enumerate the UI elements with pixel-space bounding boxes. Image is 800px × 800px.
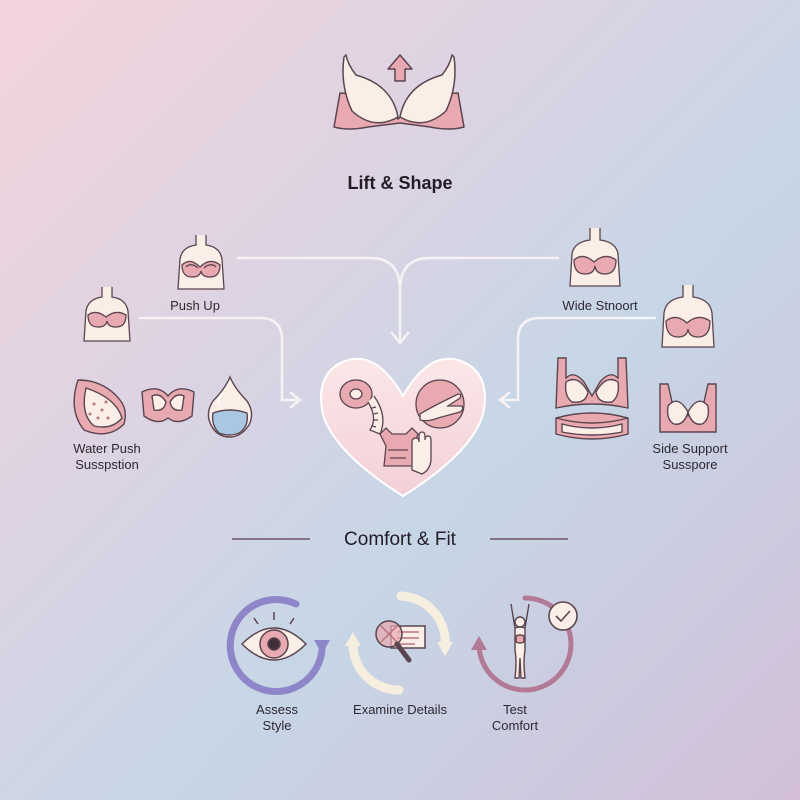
test-comfort-icon — [471, 595, 578, 693]
left-figure-icon — [83, 287, 131, 342]
lift-shape-title: Lift & Shape — [347, 173, 453, 193]
checkmark-icon — [548, 601, 578, 631]
step-assess-label: Assess Style — [222, 702, 332, 734]
water-pad-icon — [73, 379, 127, 435]
step-assess-line2: Style — [262, 718, 292, 733]
stretching-figure-icon — [510, 603, 530, 679]
arrowhead-left — [497, 391, 511, 409]
connector-right — [500, 316, 657, 402]
step-examine-label: Examine Details — [330, 702, 470, 718]
step-assess-line1: Assess — [256, 702, 298, 717]
water-push-label-line2: Susspstion — [75, 457, 139, 472]
arrowhead-down — [390, 331, 410, 346]
comfort-heart-icon — [320, 357, 486, 498]
measuring-tape-icon — [339, 379, 384, 435]
push-up-label: Push Up — [170, 298, 220, 313]
water-drop-icon — [207, 375, 253, 438]
eye-icon — [240, 612, 308, 661]
wide-band-icon — [555, 412, 629, 440]
full-coverage-bra-icon — [555, 357, 629, 409]
wide-support-figure-icon — [569, 228, 621, 287]
gel-insert-icon — [141, 388, 195, 423]
heart-shape — [320, 357, 486, 498]
comfort-fit-title: Comfort & Fit — [344, 529, 456, 550]
side-support-label-line1: Side Support — [652, 441, 728, 456]
touch-hand-icon — [415, 379, 465, 429]
push-up-figure-icon — [177, 235, 225, 290]
arrowhead-right — [289, 391, 303, 409]
assess-style-icon — [226, 596, 330, 696]
step-test-label: Test Comfort — [465, 702, 565, 734]
water-push-label-line1: Water Push — [73, 441, 141, 456]
push-up-bra-icon — [333, 54, 465, 130]
right-figure-icon — [661, 285, 715, 348]
connector-left — [138, 316, 300, 402]
step-test-line2: Comfort — [491, 718, 539, 733]
water-push-label: Water Push Susspstion — [42, 441, 172, 473]
step-test-line1: Test — [503, 702, 527, 717]
side-support-bra-icon — [659, 383, 717, 433]
garment-hand-icon — [379, 427, 432, 475]
magnifier-icon — [375, 620, 426, 663]
examine-details-icon — [345, 591, 453, 695]
wide-support-label: Wide Stnoort — [562, 298, 638, 313]
step-examine-line1: Examine Details — [353, 702, 447, 717]
connector-top-left — [236, 256, 402, 342]
side-support-label: Side Support Susspore — [630, 441, 750, 473]
side-support-label-line2: Susspore — [662, 457, 718, 472]
connector-top-right — [398, 256, 560, 292]
